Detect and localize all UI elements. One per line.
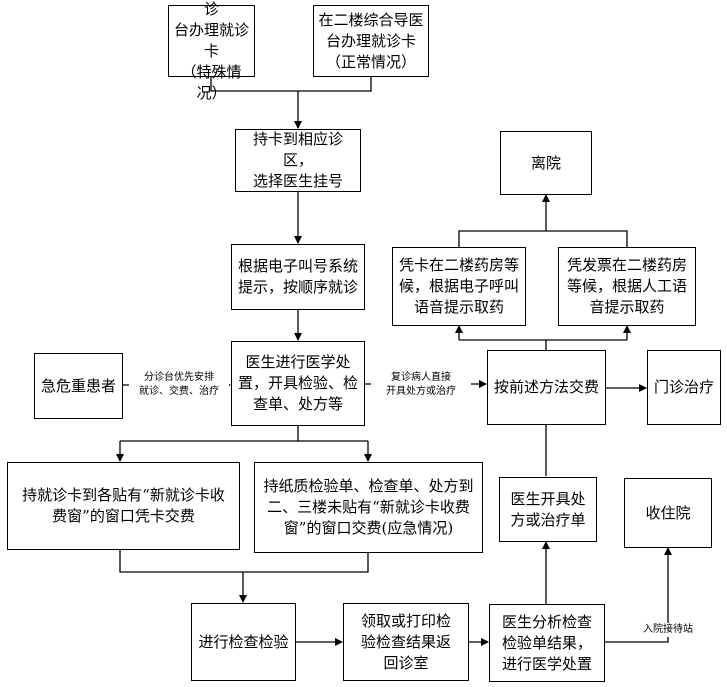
edge-label-emergency-priority: 分诊台优先安排 就诊、交费、治疗 xyxy=(129,371,229,399)
node-inpatient-text: 收住院 xyxy=(645,503,691,522)
node-queue: 根据电子叫号系统 提示，按顺序就诊 xyxy=(231,244,365,310)
node-pay-text: 按前述方法交费 xyxy=(493,378,599,396)
node-analysis-text: 医生分析检查 检验单结果， 进行医学处置 xyxy=(501,612,592,673)
edge-label-return-visit: 复诊病人直接 开具处方或治疗 xyxy=(371,371,471,399)
node-normal-card: 在二楼综合导医 台办理就诊卡 （正常情况） xyxy=(313,5,429,77)
node-pay: 按前述方法交费 xyxy=(487,350,606,425)
node-pharmacy-card: 凭卡在二楼药房等 候，根据电子呼叫 语音提示取药 xyxy=(392,247,526,326)
node-pharmacy-card-text: 凭卡在二楼药房等 候，根据电子呼叫 语音提示取药 xyxy=(398,256,519,316)
node-card-window: 持就诊卡到各贴有“新就诊卡收 费窗”的窗口凭卡交费 xyxy=(7,462,240,550)
node-exam-text: 进行检查检验 xyxy=(198,632,289,651)
node-normal-card-text: 在二楼综合导医 台办理就诊卡 （正常情况） xyxy=(318,10,424,71)
node-emergency-text: 急危重患者 xyxy=(40,376,116,395)
node-special-card-text: 在各诊区分诊 台办理就诊卡 （特殊情况） xyxy=(173,0,249,102)
node-leave-text: 离院 xyxy=(530,153,561,172)
node-results: 领取或打印检 验检查结果返 回诊室 xyxy=(343,603,469,681)
node-exam: 进行检查检验 xyxy=(191,603,296,681)
node-prescription-text: 医生开具处 方或治疗单 xyxy=(510,489,586,529)
node-emergency: 急危重患者 xyxy=(34,353,123,419)
node-outpatient-text: 门诊治疗 xyxy=(653,378,714,396)
node-treatment-text: 医生进行医学处 置，开具检验、检 查单、处方等 xyxy=(237,353,358,413)
node-prescription: 医生开具处 方或治疗单 xyxy=(499,477,597,542)
node-treatment: 医生进行医学处 置，开具检验、检 查单、处方等 xyxy=(231,341,365,426)
node-analysis: 医生分析检查 检验单结果， 进行医学处置 xyxy=(489,604,605,682)
node-register: 持卡到相应诊区， 选择医生挂号 xyxy=(235,129,361,192)
node-pharmacy-invoice: 凭发票在二楼药房 等候，根据人工语 音提示取药 xyxy=(558,247,696,326)
node-queue-text: 根据电子叫号系统 提示，按顺序就诊 xyxy=(237,257,358,296)
node-register-text: 持卡到相应诊区， 选择医生挂号 xyxy=(252,130,343,190)
node-results-text: 领取或打印检 验检查结果返 回诊室 xyxy=(360,611,451,672)
node-outpatient: 门诊治疗 xyxy=(647,350,721,425)
node-paper-window-text: 持纸质检验单、检查单、处方到 二、三楼未贴有“新就诊卡收费 窗”的窗口交费(应急… xyxy=(263,477,474,537)
node-pharmacy-invoice-text: 凭发票在二楼药房 等候，根据人工语 音提示取药 xyxy=(566,256,687,316)
node-inpatient: 收住院 xyxy=(624,478,712,548)
node-card-window-text: 持就诊卡到各贴有“新就诊卡收 费窗”的窗口凭卡交费 xyxy=(22,486,225,525)
node-special-card: 在各诊区分诊 台办理就诊卡 （特殊情况） xyxy=(168,0,255,102)
node-paper-window: 持纸质检验单、检查单、处方到 二、三楼未贴有“新就诊卡收费 窗”的窗口交费(应急… xyxy=(254,462,483,553)
edge-label-admission: 入院接待站 xyxy=(637,623,699,637)
node-leave: 离院 xyxy=(500,131,592,195)
